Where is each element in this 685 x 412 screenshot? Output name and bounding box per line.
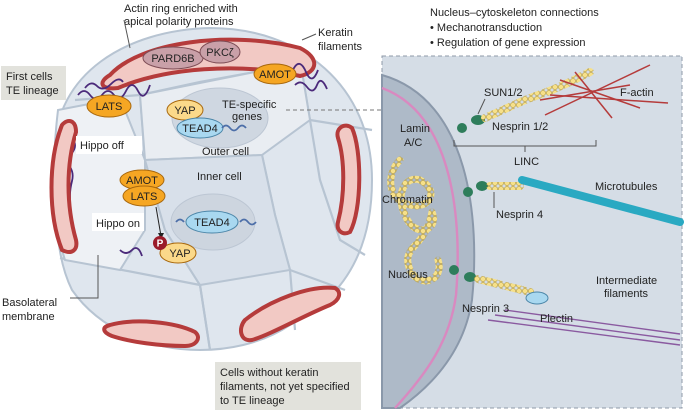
yap-outer-label: YAP xyxy=(174,105,195,117)
first-cells-callout-box xyxy=(1,66,66,100)
factin-filaments xyxy=(539,64,669,119)
sun-leader xyxy=(477,98,486,115)
basolateral-label-1: Basolateral xyxy=(2,297,57,309)
first-cells-label-2: TE lineage xyxy=(6,85,59,97)
phosphate-badge xyxy=(153,236,167,250)
inner-cell-label: Inner cell xyxy=(197,171,242,183)
keratin-label-2: filaments xyxy=(318,41,363,53)
bullet-1: • Mechanotransduction xyxy=(430,22,542,34)
plectin-label: Plectin xyxy=(540,313,573,325)
yap-inner-protein xyxy=(159,242,197,264)
no-keratin-label-3: to TE lineage xyxy=(220,395,285,407)
inner-dna-helix xyxy=(175,218,257,226)
nesprin4-domain xyxy=(476,181,488,191)
lats-outer-protein xyxy=(86,94,132,118)
hippo-on-bg xyxy=(92,213,144,231)
pkcz-label: PKCζ xyxy=(206,47,234,59)
hippo-on-label: Hippo on xyxy=(96,218,140,230)
hippo-off-bg xyxy=(76,136,142,154)
nesprin12-chain xyxy=(481,68,594,122)
embryo: PARD6B PKCζ AMOT LATS YAP TEAD4 TE-speci… xyxy=(49,26,374,352)
tead4-inner-label: TEAD4 xyxy=(194,217,229,229)
basolateral-label-2: membrane xyxy=(2,311,55,323)
phosphorylation-arrow xyxy=(155,206,162,237)
linc-bracket xyxy=(453,140,597,152)
linc-label: LINC xyxy=(514,156,539,168)
intermediate-filaments xyxy=(487,309,681,346)
chromatin-fiber xyxy=(387,156,443,285)
te-genes-label-2: genes xyxy=(232,111,262,123)
bullet-2: • Regulation of gene expression xyxy=(430,37,586,49)
nesprin3-domain xyxy=(464,272,476,282)
hippo-off-label: Hippo off xyxy=(80,140,125,152)
no-keratin-label-2: filaments, not yet specified xyxy=(220,381,350,393)
amot-top-protein xyxy=(253,63,297,85)
no-keratin-callout-box xyxy=(215,362,361,410)
bottom-actin-pad xyxy=(102,319,200,349)
lamin-label-1: Lamin xyxy=(400,123,430,135)
lower-right-actin-pad xyxy=(238,285,342,343)
lamin-label-2: A/C xyxy=(404,137,422,149)
first-te-actin-pad xyxy=(49,119,79,254)
nuclear-lamina xyxy=(381,86,459,409)
panel-title: Nucleus–cytoskeleton connections xyxy=(430,7,599,19)
intermediate-label-2: filaments xyxy=(604,288,649,300)
phosphorylation-arrowhead xyxy=(158,233,164,239)
phosphate-label: P xyxy=(157,239,164,250)
nucleus-label: Nucleus xyxy=(388,269,428,281)
factin-label: F-actin xyxy=(620,87,654,99)
keratin-label-1: Keratin xyxy=(318,27,353,39)
sun-protein xyxy=(457,123,467,133)
plectin-protein xyxy=(525,291,549,305)
amot-top-label: AMOT xyxy=(259,69,291,81)
chromatin-label: Chromatin xyxy=(382,194,433,206)
keratin-leader xyxy=(301,33,317,41)
nesprin3-label: Nesprin 3 xyxy=(462,303,509,315)
nucleus-panel: SUN1/2 F-actin Lamin A/C Nesprin 1/2 LIN… xyxy=(381,55,684,409)
basolateral-bg xyxy=(0,293,70,325)
nucleus-envelope xyxy=(381,73,476,409)
sun-label: SUN1/2 xyxy=(484,87,523,99)
microtubule xyxy=(518,176,684,226)
te-genes-label-1: TE-specific xyxy=(222,99,277,111)
outer-cell-label: Outer cell xyxy=(202,146,249,158)
lats-outer-label: LATS xyxy=(96,101,123,113)
microtubules-label: Microtubules xyxy=(595,181,658,193)
actin-ring-label-2: apical polarity proteins xyxy=(124,16,234,28)
intermediate-label-1: Intermediate xyxy=(596,275,657,287)
actin-ring-leader xyxy=(123,19,131,49)
nesprin12-label: Nesprin 1/2 xyxy=(492,121,548,133)
yap-inner-label: YAP xyxy=(169,248,190,260)
first-cells-label-1: First cells xyxy=(6,71,53,83)
no-keratin-label-1: Cells without keratin xyxy=(220,367,318,379)
tead4-inner-protein xyxy=(185,210,239,234)
actin-ring-label-1: Actin ring enriched with xyxy=(124,3,238,15)
right-cell-actin-pad xyxy=(335,123,362,236)
pard6b-label: PARD6B xyxy=(151,53,194,65)
lats-inner-protein xyxy=(122,185,166,207)
nesprin3-chain xyxy=(474,275,534,296)
outer-dna-helix xyxy=(221,124,247,132)
lats-inner-label: LATS xyxy=(131,191,158,203)
pkcz-protein xyxy=(199,40,241,64)
nesprin4-label: Nesprin 4 xyxy=(496,209,543,221)
sun-protein-2 xyxy=(463,187,473,197)
basolateral-leader xyxy=(70,255,99,299)
tead4-outer-label: TEAD4 xyxy=(182,123,217,135)
amot-inner-label: AMOT xyxy=(126,175,158,187)
sun-protein-3 xyxy=(449,265,459,275)
